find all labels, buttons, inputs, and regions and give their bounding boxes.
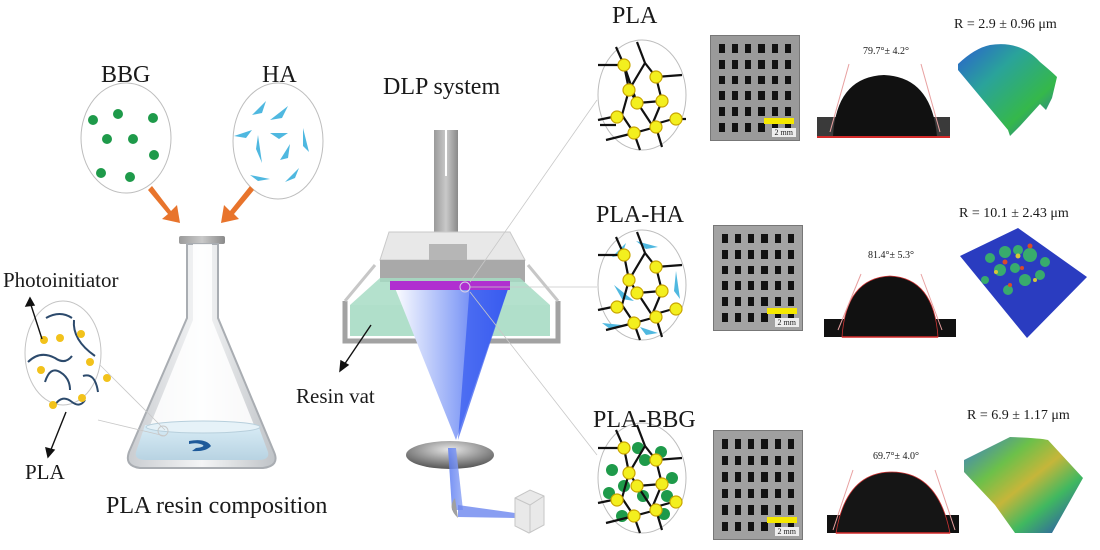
scale-bar-label: 2 mm <box>771 128 796 137</box>
contact-angle-pla: 79.7°± 4.2° <box>863 46 909 57</box>
roughness-pla: R = 2.9 ± 0.96 μm <box>954 17 1057 32</box>
contact-angle-droplet-pla <box>817 63 950 138</box>
bbg-label: BBG <box>101 62 151 88</box>
pla-ha-network-diagram <box>597 229 687 341</box>
contact-angle-droplet-pla-ha <box>824 273 956 338</box>
roughness-pla-bbg: R = 6.9 ± 1.17 μm <box>967 408 1070 423</box>
scale-bar <box>767 308 797 314</box>
resin-composition-caption: PLA resin composition <box>106 493 328 519</box>
contact-angle-pla-ha: 81.4°± 5.3° <box>868 250 914 261</box>
contact-angle-droplet-pla-bbg <box>827 469 959 534</box>
magnification-lines <box>469 99 598 456</box>
scaffold-image-pla-bbg: 2 mm <box>713 430 803 540</box>
scale-bar <box>764 118 794 124</box>
contact-angle-pla-bbg: 69.7°± 4.0° <box>873 451 919 462</box>
dlp-system-title: DLP system <box>383 74 501 100</box>
surface-roughness-map-pla-ha <box>960 228 1087 338</box>
ha-label: HA <box>262 62 297 88</box>
erlenmeyer-flask <box>126 236 277 469</box>
pla-bbg-network-diagram <box>597 422 687 534</box>
ha-particles-bubble <box>232 82 324 200</box>
scaffold-image-pla: 2 mm <box>710 35 800 141</box>
photoinitiator-label: Photoinitiator <box>3 268 119 292</box>
resin-vat-label: Resin vat <box>296 384 375 408</box>
roughness-pla-ha: R = 10.1 ± 2.43 μm <box>959 206 1069 221</box>
resin-vat-pointer <box>339 324 372 373</box>
scale-bar-label: 2 mm <box>774 527 799 536</box>
mixing-arrows <box>148 186 254 223</box>
pla-network-diagram <box>597 39 687 151</box>
surface-roughness-map-pla-bbg <box>964 437 1083 533</box>
scale-bar <box>767 517 797 523</box>
row-label-pla: PLA <box>612 3 658 29</box>
dlp-printer <box>342 130 561 534</box>
scaffold-image-pla-ha: 2 mm <box>713 225 803 331</box>
pla-component-label: PLA <box>25 460 65 484</box>
row-label-pla-ha: PLA-HA <box>596 202 684 228</box>
label-pointer-arrows <box>24 296 67 459</box>
row-label-pla-bbg: PLA-BBG <box>593 407 696 433</box>
scale-bar-label: 2 mm <box>774 318 799 327</box>
bbg-particles-bubble <box>80 82 172 194</box>
surface-roughness-map-pla <box>958 44 1057 136</box>
